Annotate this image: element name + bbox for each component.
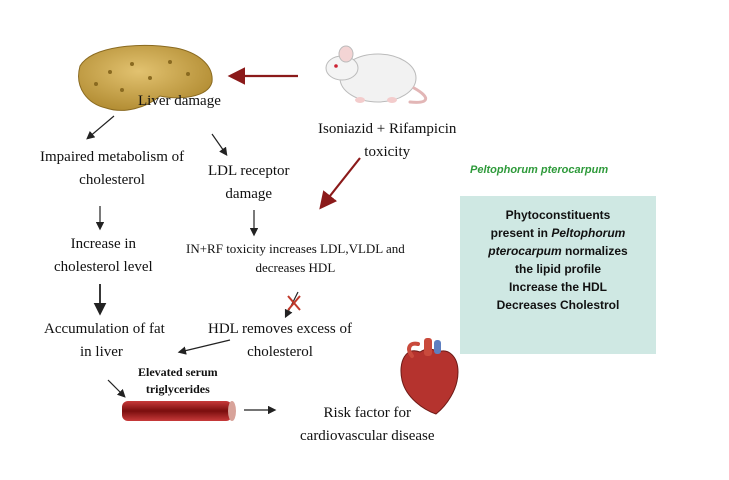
hdl-removes-label: HDL removes excess of cholesterol — [208, 321, 352, 361]
arrow-hdl-to-accum — [177, 339, 231, 355]
arrow-liver-to-ldl — [211, 133, 228, 156]
risk-factor-label: Risk factor for cardiovascular disease — [300, 405, 435, 445]
box-line-3: pterocarpum normalizes — [488, 244, 628, 258]
box-line-5: Increase the HDL — [508, 280, 608, 294]
arrow-accum-to-serum — [107, 379, 126, 398]
arrow-drug-to-inrf — [319, 157, 361, 210]
phytoconstituents-box: Phytoconstituents present in Peltophorum… — [460, 196, 656, 354]
blocked-x-icon — [287, 295, 301, 311]
box-line-6: Decreases Cholestrol — [496, 298, 620, 312]
heart-icon — [400, 338, 459, 415]
box-line-1: Phytoconstituents — [505, 208, 611, 222]
arrow-liver-to-impaired — [86, 115, 115, 140]
artery-icon — [122, 401, 236, 421]
impaired-metabolism-label: Impaired metabolism of cholesterol — [40, 149, 185, 189]
inrf-toxicity-label: IN+RF toxicity increases LDL,VLDL and de… — [186, 241, 405, 275]
accumulation-fat-label: Accumulation of fat in liver — [44, 321, 165, 361]
elevated-serum-label: Elevated serum triglycerides — [138, 365, 218, 396]
liver-damage-label: Liver damage — [138, 93, 221, 109]
increase-cholesterol-label: Increase in cholesterol level — [54, 236, 153, 276]
plant-species-title: Peltophorum pterocarpum — [470, 164, 609, 176]
ldl-receptor-label: LDL receptor damage — [208, 163, 290, 203]
rat-icon — [325, 45, 427, 104]
box-line-2: present in Peltophorum — [490, 226, 626, 240]
box-line-4: the lipid profile — [515, 262, 601, 276]
drug-toxicity-label: Isoniazid + Rifampicin toxicity — [318, 121, 457, 161]
liver-icon — [78, 44, 213, 111]
